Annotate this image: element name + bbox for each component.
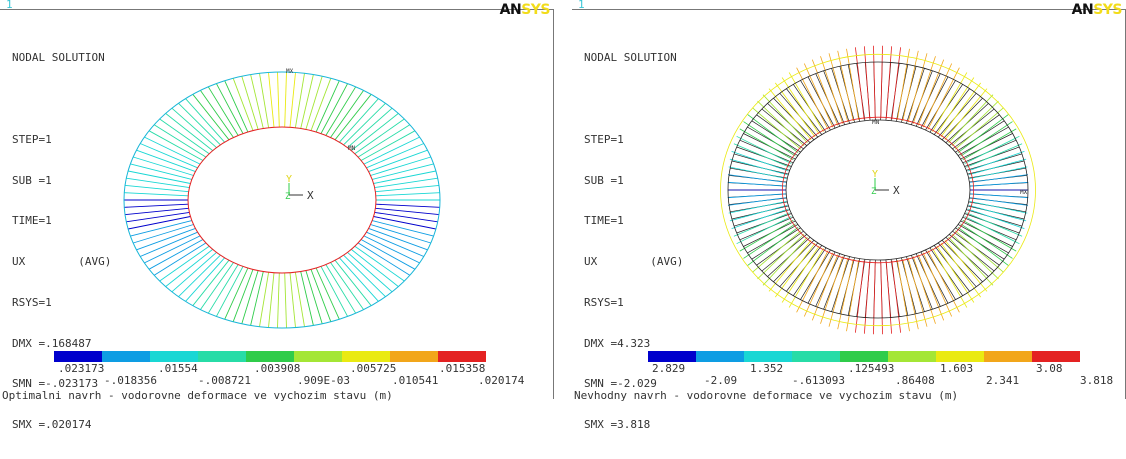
legend-color-band [984, 351, 1032, 362]
triad-z-label: Z [871, 187, 877, 197]
legend-label: .010541 [392, 374, 439, 387]
axis-triad: Y X Z [871, 169, 900, 197]
info-line: SMN =-.023173 [12, 377, 99, 391]
info-line: STEP=1 [584, 132, 624, 146]
info-line: SUB =1 [12, 173, 52, 187]
triad-y-label: Y [286, 174, 292, 185]
legend-color-band [246, 351, 294, 362]
legend-color-band [840, 351, 888, 362]
info-line: SMX =.020174 [12, 418, 92, 432]
frame-border-top [0, 9, 554, 10]
info-line: SMX =3.818 [584, 418, 651, 432]
frame-border-right [553, 9, 554, 399]
legend-color-band [390, 351, 438, 362]
legend-color-band [294, 351, 342, 362]
legend-color-band [792, 351, 840, 362]
window-number: 1 [6, 0, 13, 11]
legend-label: .01554 [158, 362, 198, 375]
ansys-logo: ANSYS [1071, 2, 1123, 18]
frame-border-top [572, 9, 1126, 10]
legend-label: 3.08 [1036, 362, 1063, 375]
right-plot-window: 1 ANSYS NODAL SOLUTION STEP=1 SUB =1 TIM… [572, 0, 1126, 431]
legend-label: .020174 [478, 374, 525, 387]
legend-color-band [102, 351, 150, 362]
left-plot-window: 1 ANSYS NODAL SOLUTION STEP=1 SUB =1 TIM… [0, 0, 554, 431]
info-line: STEP=1 [12, 132, 52, 146]
legend-color-band [150, 351, 198, 362]
info-line: TIME=1 [584, 214, 624, 228]
legend-color-band [438, 351, 486, 362]
contour-legend-labels: .023173 .01554 .003908 .005725 .015358 -… [54, 362, 524, 388]
triad-x-label: X [307, 189, 314, 202]
info-line: DMX =4.323 [584, 336, 651, 350]
legend-color-band [342, 351, 390, 362]
plot-caption: Nevhodny navrh - vodorovne deformace ve … [574, 389, 959, 402]
info-line: NODAL SOLUTION [584, 51, 677, 65]
solution-info-block: NODAL SOLUTION STEP=1 SUB =1 TIME=1 UX (… [584, 24, 683, 459]
info-line: SUB =1 [584, 173, 624, 187]
ring-contour-plot: MX MN Y X Z [123, 68, 441, 329]
legend-label: .003908 [254, 362, 301, 375]
legend-color-band [744, 351, 792, 362]
legend-label: .015358 [439, 362, 486, 375]
legend-color-band [198, 351, 246, 362]
ansys-logo: ANSYS [499, 2, 551, 18]
triad-z-label: Z [285, 192, 291, 202]
legend-label: 3.818 [1080, 374, 1114, 387]
mn-marker: MN [348, 145, 356, 152]
contour-legend-labels: 2.829 1.352 .125493 1.603 3.08 -2.09 -.6… [648, 362, 1118, 388]
mx-marker: MX [1020, 189, 1028, 196]
legend-label: -2.09 [704, 374, 738, 387]
info-line: SMN =-2.029 [584, 377, 657, 391]
legend-label: .86408 [895, 374, 935, 387]
info-line: UX (AVG) [584, 255, 684, 269]
legend-label: -.018356 [104, 374, 157, 387]
ring-contour-plot: MN MX Y X Z [720, 45, 1036, 335]
legend-label: 1.352 [750, 362, 784, 375]
radial-element-lines [123, 71, 441, 329]
info-line: RSYS=1 [584, 295, 624, 309]
info-line: NODAL SOLUTION [12, 51, 105, 65]
info-line: DMX =.168487 [12, 336, 92, 350]
legend-label: 2.341 [986, 374, 1020, 387]
legend-label: -.008721 [198, 374, 251, 387]
legend-color-band [936, 351, 984, 362]
legend-color-band [648, 351, 696, 362]
mx-marker: MX [286, 68, 294, 75]
legend-label: .125493 [848, 362, 895, 375]
info-line: TIME=1 [12, 214, 52, 228]
contour-legend-bar [648, 351, 1080, 362]
legend-color-band [696, 351, 744, 362]
info-line: UX (AVG) [12, 255, 112, 269]
triad-x-label: X [893, 184, 900, 197]
legend-label: -.613093 [792, 374, 845, 387]
deformed-element-lines [720, 45, 1036, 335]
axis-triad: Y X Z [285, 174, 314, 202]
window-number: 1 [578, 0, 585, 11]
legend-color-band [888, 351, 936, 362]
mn-marker: MN [872, 119, 880, 126]
legend-label: .005725 [350, 362, 397, 375]
legend-label: 1.603 [940, 362, 974, 375]
legend-label: 2.829 [652, 362, 686, 375]
info-line: RSYS=1 [12, 295, 52, 309]
plot-caption: Optimalni navrh - vodorovne deformace ve… [2, 389, 393, 402]
legend-color-band [1032, 351, 1080, 362]
legend-label: .023173 [58, 362, 105, 375]
contour-legend-bar [54, 351, 486, 362]
legend-label: .909E-03 [297, 374, 350, 387]
triad-y-label: Y [872, 169, 878, 180]
legend-color-band [54, 351, 102, 362]
